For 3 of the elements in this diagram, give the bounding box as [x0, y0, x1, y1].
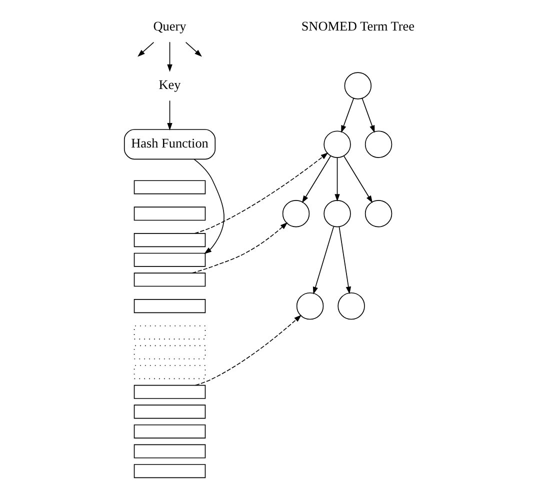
node-text: Key: [158, 76, 181, 92]
label: SNOMED Term Tree: [301, 18, 414, 33]
node-text: Query: [153, 18, 186, 33]
